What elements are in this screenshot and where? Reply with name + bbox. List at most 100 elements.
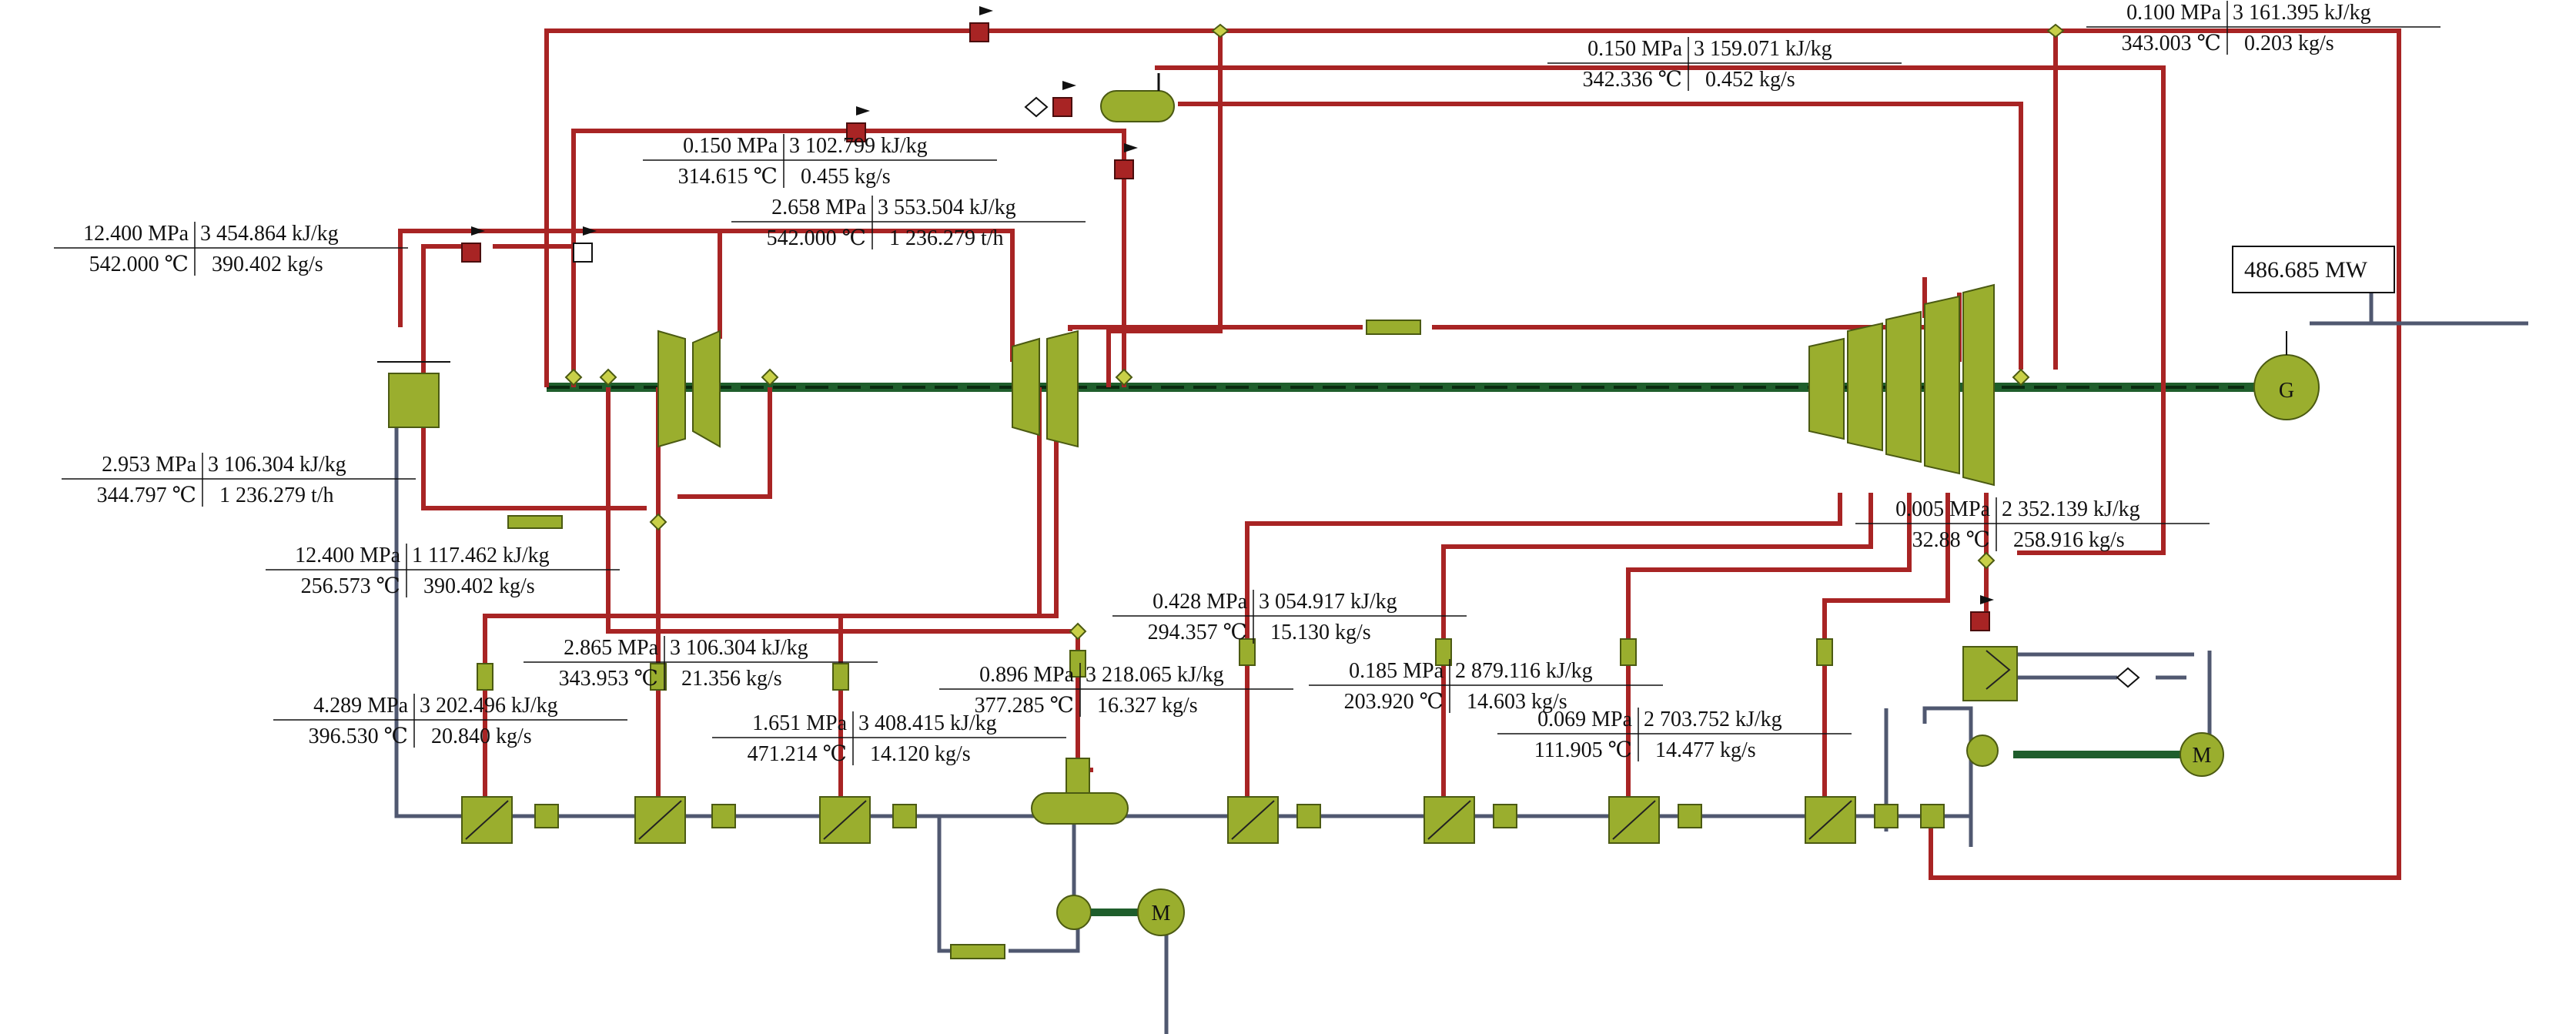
stream-t: 396.530 ℃	[309, 724, 408, 748]
gland-steam-tank	[1100, 73, 1175, 122]
stream-m: 21.356 kg/s	[681, 667, 782, 691]
stream-h: 3 202.496 kJ/kg	[420, 694, 558, 718]
stream-p: 2.953 MPa	[102, 453, 196, 477]
stream-p: 12.400 MPa	[295, 544, 400, 567]
condensate-pump: M	[1966, 732, 2224, 777]
stream-t: 256.573 ℃	[301, 574, 400, 598]
stream-t: 542.000 ℃	[767, 226, 866, 250]
stream-label-s07: 12.400 MPa 1 117.462 kJ/kg 256.573 ℃ 390.40…	[266, 544, 620, 598]
stream-h: 2 703.752 kJ/kg	[1644, 708, 1782, 731]
mixing-nodes	[564, 23, 2065, 641]
stream-h: 3 106.304 kJ/kg	[208, 453, 346, 477]
stream-t: 344.797 ℃	[97, 484, 196, 507]
stream-p: 0.069 MPa	[1537, 708, 1632, 731]
stream-p: 0.428 MPa	[1153, 590, 1247, 614]
condensate-pump-motor-symbol: M	[2193, 744, 2212, 768]
stream-t: 343.003 ℃	[2122, 32, 2221, 55]
generator-symbol: G	[2279, 379, 2294, 403]
deaerator	[1031, 758, 1129, 825]
stream-t: 203.920 ℃	[1344, 690, 1444, 714]
generator: G	[2244, 331, 2320, 420]
stream-p: 0.185 MPa	[1349, 659, 1444, 683]
stream-label-s09: 4.289 MPa 3 202.496 kJ/kg 396.530 ℃ 20.840 …	[273, 694, 627, 748]
heater-8	[1805, 796, 1856, 844]
stream-m: 15.130 kg/s	[1270, 621, 1371, 644]
stream-label-s12: 0.428 MPa 3 054.917 kJ/kg 294.357 ℃ 15.130 …	[1112, 590, 1467, 644]
stream-m: 390.402 kg/s	[423, 574, 535, 598]
ip-turbine	[1012, 330, 1079, 448]
generator-output: 486.685 MW	[2244, 257, 2368, 283]
stream-label-s10: 1.651 MPa 3 408.415 kJ/kg 471.214 ℃ 14.120 …	[712, 711, 1066, 766]
stream-t: 342.336 ℃	[1583, 68, 1682, 92]
stream-m: 1 236.279 t/h	[889, 226, 1004, 250]
stream-p: 0.005 MPa	[1895, 497, 1990, 521]
hp-turbine	[657, 330, 721, 448]
stream-m: 20.840 kg/s	[431, 724, 532, 748]
stream-h: 3 553.504 kJ/kg	[878, 196, 1016, 219]
inline-components	[477, 320, 1833, 959]
condenser	[1962, 646, 2018, 701]
stream-h: 1 117.462 kJ/kg	[412, 544, 550, 567]
stream-h: 2 879.116 kJ/kg	[1455, 659, 1593, 683]
feed-pump: M	[1056, 888, 1185, 936]
stream-t: 314.615 ℃	[678, 165, 778, 189]
stream-m: 14.603 kg/s	[1467, 690, 1567, 714]
stream-p: 1.651 MPa	[752, 711, 847, 735]
stream-h: 3 159.071 kJ/kg	[1694, 37, 1832, 61]
stream-t: 377.285 ℃	[975, 694, 1074, 718]
stream-h: 3 161.395 kJ/kg	[2233, 1, 2371, 25]
stream-m: 1 236.279 t/h	[219, 484, 334, 507]
heater-6	[1423, 796, 1475, 844]
stream-label-s05: 12.400 MPa 3 454.864 kJ/kg 542.000 ℃ 390.40…	[54, 222, 408, 276]
stream-label-s06: 2.953 MPa 3 106.304 kJ/kg 344.797 ℃ 1 236.2…	[62, 453, 416, 507]
stream-label-s01: 0.100 MPa 3 161.395 kJ/kg 343.003 ℃ 0.203 k…	[2086, 1, 2441, 55]
stream-labels: 0.100 MPa 3 161.395 kJ/kg 343.003 ℃ 0.203 k…	[54, 1, 2441, 766]
stream-label-s04: 2.658 MPa 3 553.504 kJ/kg 542.000 ℃ 1 236.2…	[731, 196, 1086, 250]
stream-p: 0.150 MPa	[683, 134, 778, 158]
steam-lines	[398, 28, 2401, 880]
stream-h: 2 352.139 kJ/kg	[2002, 497, 2140, 521]
stream-m: 390.402 kg/s	[212, 253, 323, 276]
stream-t: 294.357 ℃	[1148, 621, 1247, 644]
stream-h: 3 454.864 kJ/kg	[200, 222, 339, 246]
boiler	[377, 361, 450, 428]
heater-1	[461, 796, 513, 844]
stream-p: 2.658 MPa	[771, 196, 866, 219]
lp-turbine	[1808, 283, 1995, 487]
stream-p: 4.289 MPa	[313, 694, 408, 718]
stream-label-s08: 2.865 MPa 3 106.304 kJ/kg 343.953 ℃ 21.356 …	[524, 636, 878, 691]
stream-t: 343.953 ℃	[559, 667, 658, 691]
stream-t: 471.214 ℃	[748, 742, 847, 766]
stream-h: 3 408.415 kJ/kg	[858, 711, 997, 735]
heater-3	[819, 796, 871, 844]
drain-coolers	[534, 804, 1945, 828]
heater-2	[634, 796, 686, 844]
stream-p: 2.865 MPa	[564, 636, 658, 660]
stream-m: 0.203 kg/s	[2244, 32, 2334, 55]
stream-p: 0.100 MPa	[2126, 1, 2221, 25]
stream-m: 258.916 kg/s	[2013, 528, 2125, 552]
stream-h: 3 106.304 kJ/kg	[670, 636, 808, 660]
stream-t: 542.000 ℃	[89, 253, 189, 276]
stream-t: 32.88 ℃	[1912, 528, 1990, 552]
heater-5	[1227, 796, 1279, 844]
stream-label-s13: 0.185 MPa 2 879.116 kJ/kg 203.920 ℃ 14.603 …	[1309, 659, 1663, 714]
stream-m: 0.455 kg/s	[801, 165, 891, 189]
heaters	[461, 796, 1856, 844]
stream-p: 12.400 MPa	[83, 222, 189, 246]
stream-label-s03: 0.150 MPa 3 102.799 kJ/kg 314.615 ℃ 0.455 k…	[643, 134, 997, 189]
stream-m: 0.452 kg/s	[1705, 68, 1795, 92]
stream-h: 3 218.065 kJ/kg	[1086, 663, 1224, 687]
stream-m: 14.120 kg/s	[870, 742, 971, 766]
stream-m: 14.477 kg/s	[1655, 738, 1756, 762]
stream-m: 16.327 kg/s	[1097, 694, 1198, 718]
valves	[461, 6, 2140, 688]
stream-p: 0.150 MPa	[1587, 37, 1682, 61]
heater-7	[1608, 796, 1660, 844]
generator-output-box: 486.685 MW	[2232, 246, 2395, 293]
stream-h: 3 054.917 kJ/kg	[1259, 590, 1397, 614]
stream-h: 3 102.799 kJ/kg	[789, 134, 928, 158]
